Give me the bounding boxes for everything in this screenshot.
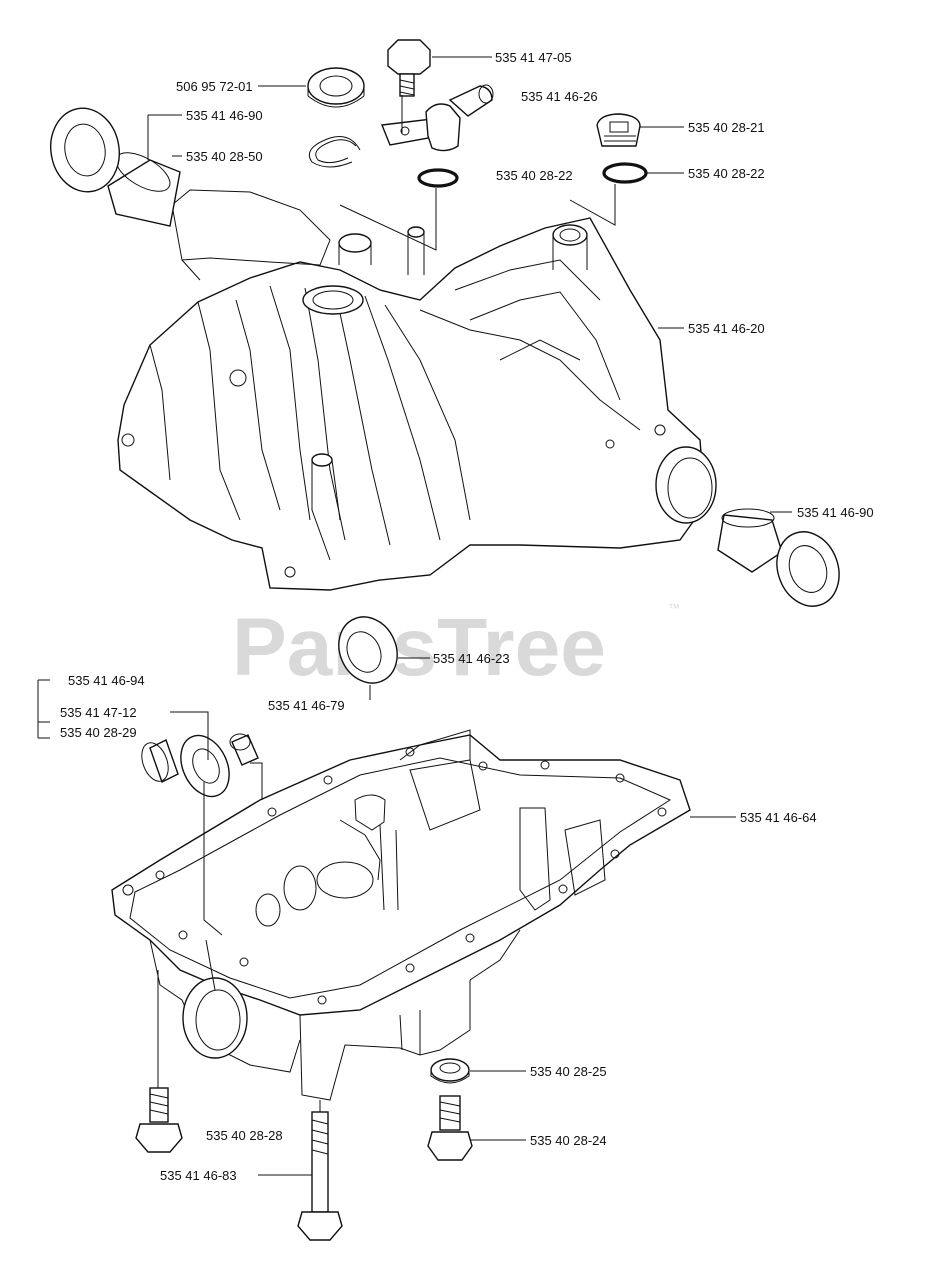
label-535-41-46-26: 535 41 46-26 bbox=[521, 89, 598, 104]
label-535-41-47-05: 535 41 47-05 bbox=[495, 50, 572, 65]
label-535-40-28-50: 535 40 28-50 bbox=[186, 149, 263, 164]
label-535-40-28-25: 535 40 28-25 bbox=[530, 1064, 607, 1079]
label-535-40-28-22-right: 535 40 28-22 bbox=[688, 166, 765, 181]
label-535-40-28-28: 535 40 28-28 bbox=[206, 1128, 283, 1143]
label-535-40-28-21: 535 40 28-21 bbox=[688, 120, 765, 135]
watermark-trademark: ™ bbox=[668, 601, 680, 615]
lower-small-parts bbox=[135, 616, 473, 1241]
label-535-41-46-64: 535 41 46-64 bbox=[740, 810, 817, 825]
watermark-text: PartsTree bbox=[232, 602, 606, 693]
label-535-40-28-22-left: 535 40 28-22 bbox=[496, 168, 573, 183]
label-535-41-46-90-bottom: 535 41 46-90 bbox=[797, 505, 874, 520]
label-535-41-46-20: 535 41 46-20 bbox=[688, 321, 765, 336]
label-535-41-46-83: 535 41 46-83 bbox=[160, 1168, 237, 1183]
label-535-41-46-90-top: 535 41 46-90 bbox=[186, 108, 263, 123]
upper-small-parts bbox=[50, 39, 840, 607]
label-506-95-72-01: 506 95 72-01 bbox=[176, 79, 253, 94]
upper-transaxle-housing bbox=[117, 189, 717, 591]
part-labels: 535 41 47-05 506 95 72-01 535 41 46-26 5… bbox=[60, 50, 874, 1183]
lower-transaxle-housing bbox=[111, 729, 691, 1101]
watermark: PartsTree ™ bbox=[232, 601, 680, 693]
label-535-41-46-79: 535 41 46-79 bbox=[268, 698, 345, 713]
label-535-41-46-94: 535 41 46-94 bbox=[68, 673, 145, 688]
label-535-41-46-23: 535 41 46-23 bbox=[433, 651, 510, 666]
label-535-41-47-12: 535 41 47-12 bbox=[60, 705, 137, 720]
label-535-40-28-29: 535 40 28-29 bbox=[60, 725, 137, 740]
leader-lines bbox=[37, 56, 792, 1176]
label-535-40-28-24: 535 40 28-24 bbox=[530, 1133, 607, 1148]
